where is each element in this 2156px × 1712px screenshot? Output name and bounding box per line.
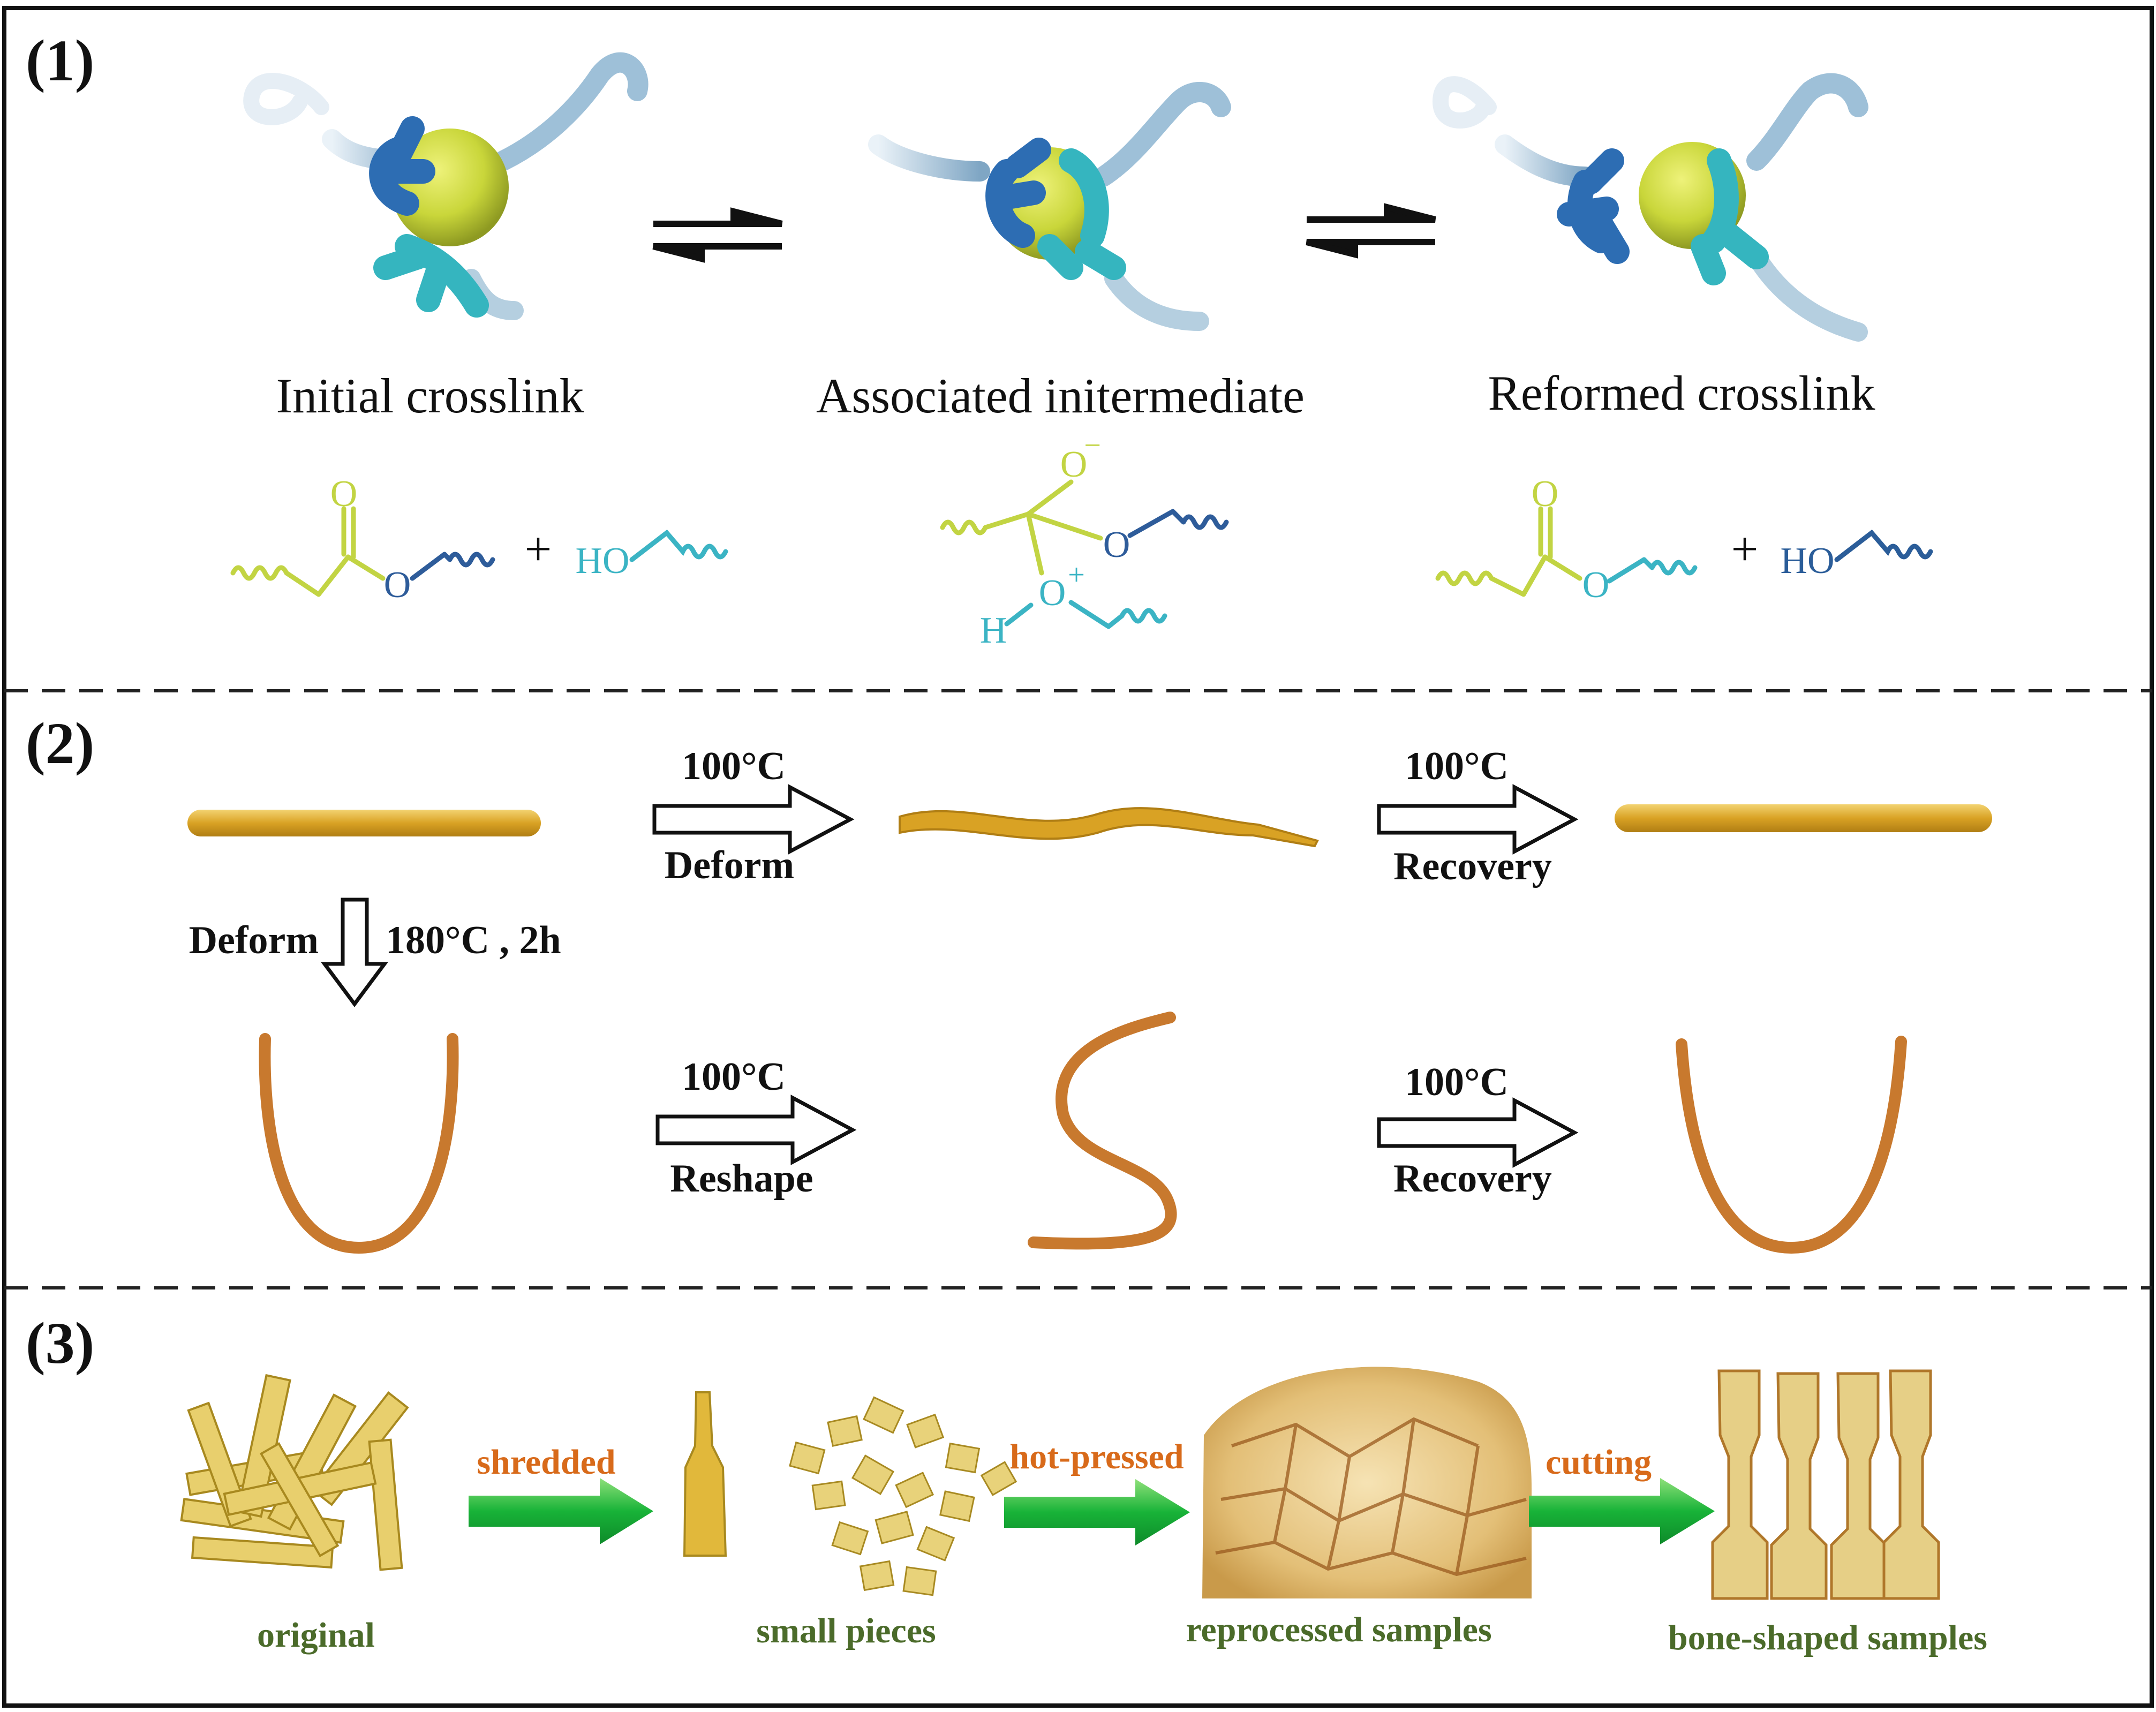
step-label-hot-pressed: hot-pressed <box>1009 1437 1183 1476</box>
chem-intermediate <box>940 479 1229 629</box>
chem-left-hydroxyl: HO <box>575 540 629 582</box>
arrow-recovery-1-top: 100°C <box>1405 744 1509 788</box>
chem-intermediate-plus-sign: + <box>1068 559 1085 592</box>
panel-label-3: (3) <box>26 1310 94 1376</box>
down-arrow-left-label: Deform <box>189 918 319 962</box>
chem-intermediate-ester-o: O <box>1103 524 1130 565</box>
arrow-reshape-top: 100°C <box>682 1055 786 1099</box>
chem-left-ester-o: O <box>384 564 411 606</box>
bone-shaped-samples <box>1711 1369 1940 1600</box>
chem-right-ester-o: O <box>1582 564 1610 606</box>
chem-intermediate-o-plus: O <box>1039 572 1066 614</box>
hollow-arrow-recovery-2 <box>1377 1097 1579 1168</box>
equilibrium-arrows-1 <box>652 207 783 263</box>
step-arrow-shredded <box>469 1478 653 1544</box>
label-small-pieces: small pieces <box>756 1611 936 1650</box>
arrow-recovery-2-bottom: Recovery <box>1393 1157 1552 1201</box>
rod-u-recovered <box>1676 1036 1907 1254</box>
rod-recovered <box>1615 804 1992 832</box>
chem-left-hydroxyl-chain <box>629 529 728 562</box>
caption-initial-crosslink: Initial crosslink <box>276 368 584 423</box>
crosslink-illustration-initial <box>243 52 649 320</box>
reprocessed-plate <box>1202 1367 1532 1598</box>
label-original: original <box>257 1616 375 1655</box>
step-arrow-hot-pressed <box>1004 1479 1190 1545</box>
arrow-deform-top: 100°C <box>682 744 786 788</box>
step-arrow-cutting <box>1529 1478 1715 1544</box>
arrow-deform-bottom: Deform <box>665 843 794 887</box>
step-label-cutting: cutting <box>1546 1443 1652 1482</box>
panel-label-1: (1) <box>26 28 94 93</box>
hollow-arrow-down <box>321 898 388 1007</box>
step-label-shredded: shredded <box>477 1443 615 1482</box>
chem-intermediate-h: H <box>980 610 1007 651</box>
single-dog-bone-sample <box>683 1391 727 1557</box>
chem-ester-left <box>230 506 495 597</box>
chem-right-carbonyl-o: O <box>1532 473 1559 515</box>
chem-right-hydroxyl-chain <box>1834 529 1933 562</box>
crosslink-illustration-reformed <box>1432 73 1868 342</box>
arrow-recovery-2-top: 100°C <box>1405 1060 1509 1104</box>
rod-twisted <box>899 807 1319 848</box>
crosslink-illustration-intermediate <box>868 82 1231 331</box>
panel-label-2: (2) <box>26 711 94 776</box>
chem-right-plus: + <box>1731 523 1759 576</box>
chem-intermediate-o-minus: O <box>1060 444 1088 485</box>
down-arrow-right-label: 180°C , 2h <box>386 918 561 962</box>
figure-border <box>2 6 2154 1708</box>
pile-original-samples <box>180 1374 409 1571</box>
chem-left-carbonyl-o: O <box>330 473 358 515</box>
hollow-arrow-deform <box>652 784 855 855</box>
pile-small-pieces <box>789 1396 1017 1596</box>
equilibrium-arrows-2 <box>1306 203 1436 259</box>
arrow-reshape-bottom: Reshape <box>670 1157 813 1201</box>
caption-associated-intermediate: Associated initermediate <box>816 368 1305 423</box>
chem-right-hydroxyl: HO <box>1780 540 1834 582</box>
arrow-recovery-1-bottom: Recovery <box>1393 844 1552 888</box>
chem-ester-right <box>1435 506 1698 597</box>
rod-s-shape <box>1028 1012 1177 1250</box>
chem-intermediate-minus-sign: − <box>1084 429 1101 462</box>
label-reprocessed-samples: reprocessed samples <box>1186 1610 1491 1649</box>
label-bone-shaped-samples: bone-shaped samples <box>1668 1618 1987 1657</box>
hollow-arrow-reshape <box>655 1095 857 1165</box>
chem-left-plus: + <box>525 523 552 576</box>
hollow-arrow-recovery-1 <box>1377 784 1579 855</box>
caption-reformed-crosslink: Reformed crosslink <box>1488 366 1875 420</box>
rod-u-shape <box>259 1033 459 1254</box>
rod-original <box>187 810 541 836</box>
